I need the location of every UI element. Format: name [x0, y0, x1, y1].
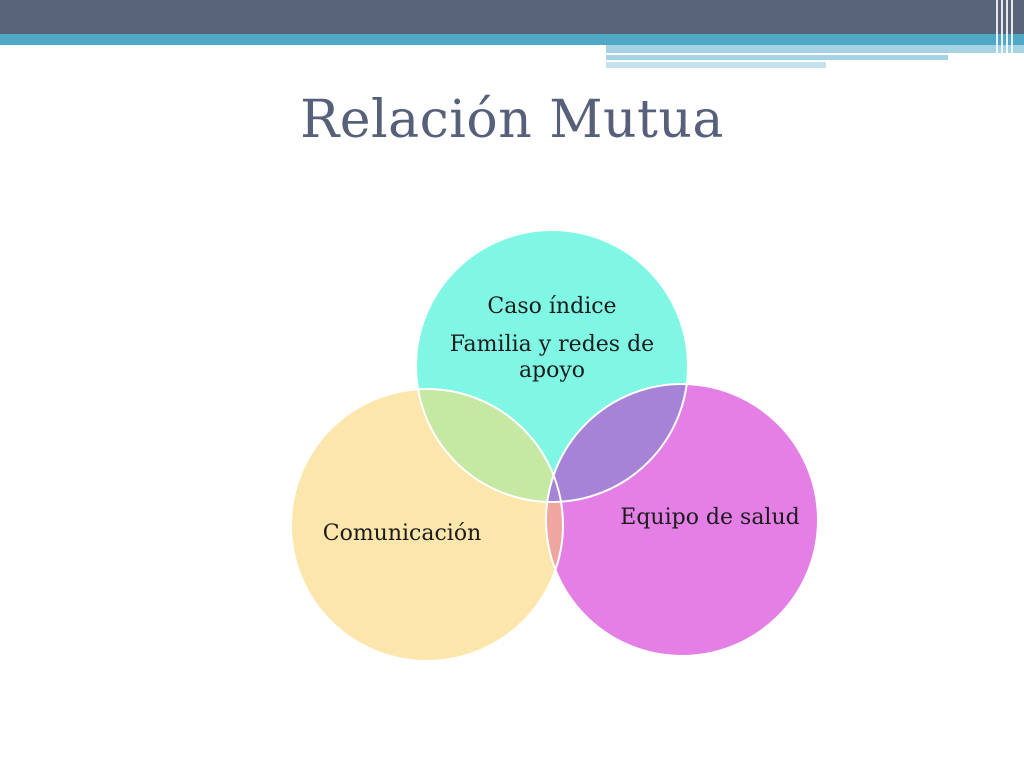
venn-label-comunicacion: Comunicación [322, 521, 482, 546]
header-stripe [1001, 0, 1003, 68]
header-stripe [1006, 0, 1008, 68]
header-stripe [1011, 0, 1013, 68]
header-stripe [996, 0, 998, 68]
header-band-teal [0, 34, 1024, 45]
venn-overlap-top-left [416, 389, 563, 502]
venn-label-caso-indice: Caso índice [487, 294, 617, 319]
slide-title: Relación Mutua [300, 90, 724, 150]
header-band-light [606, 55, 948, 60]
header-band-light [606, 62, 826, 68]
venn-label-equipo-de-salud: Equipo de salud [620, 505, 800, 530]
venn-outline-top [415, 229, 689, 503]
header-band-dark [0, 0, 1024, 34]
venn-overlap-top-right [546, 384, 688, 502]
venn-label-familia-redes: Familia y redes de apoyo [449, 332, 655, 383]
venn-outline-right [545, 383, 819, 657]
header-band-light [606, 45, 1024, 53]
venn-outline-left [290, 388, 564, 662]
